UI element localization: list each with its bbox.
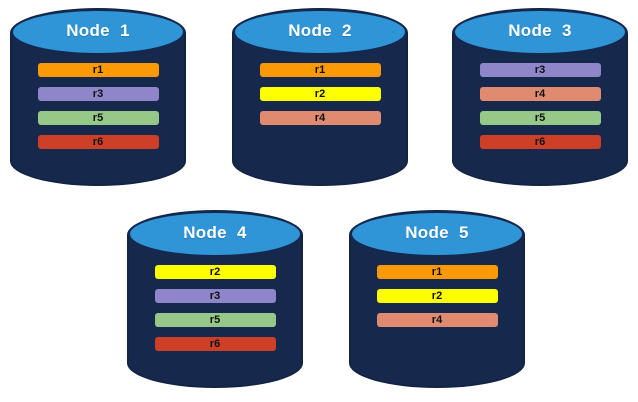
node-title-label: Node 1 <box>66 21 130 40</box>
replica-row[interactable]: r2 <box>259 87 381 101</box>
replica-row[interactable]: r4 <box>376 313 498 327</box>
replica-row-list: r3 r4 r5 r6 <box>452 63 628 149</box>
cylinder-top-ellipse <box>350 211 524 257</box>
cylinder-top-ellipse <box>128 211 302 257</box>
replica-row-list: r1 r2 r4 <box>232 63 408 125</box>
cylinder-top-ellipse <box>233 9 407 55</box>
database-cylinder-3[interactable]: Node 3 r3 r4 r5 r6 <box>452 8 628 186</box>
replica-row-list: r1 r2 r4 <box>349 265 525 327</box>
cylinder-top-ellipse <box>453 9 627 55</box>
replica-row[interactable]: r5 <box>479 111 601 125</box>
database-cylinder-2[interactable]: Node 2 r1 r2 r4 <box>232 8 408 186</box>
node-title-label: Node 3 <box>508 21 572 40</box>
database-cylinder-4[interactable]: Node 4 r2 r3 r5 r6 <box>127 210 303 388</box>
replica-row-list: r1 r3 r5 r6 <box>10 63 186 149</box>
replica-row[interactable]: r5 <box>154 313 276 327</box>
replica-row[interactable]: r3 <box>479 63 601 77</box>
node-title-label: Node 2 <box>288 21 352 40</box>
replica-row[interactable]: r5 <box>37 111 159 125</box>
replica-row[interactable]: r2 <box>376 289 498 303</box>
replica-row[interactable]: r3 <box>37 87 159 101</box>
replica-row[interactable]: r1 <box>376 265 498 279</box>
replica-row[interactable]: r6 <box>37 135 159 149</box>
replica-row[interactable]: r4 <box>259 111 381 125</box>
replica-row[interactable]: r3 <box>154 289 276 303</box>
cylinder-top-ellipse <box>11 9 185 55</box>
replica-row[interactable]: r6 <box>479 135 601 149</box>
node-title-label: Node 5 <box>405 223 469 242</box>
replica-row[interactable]: r1 <box>37 63 159 77</box>
replica-row-list: r2 r3 r5 r6 <box>127 265 303 351</box>
database-cylinder-5[interactable]: Node 5 r1 r2 r4 <box>349 210 525 388</box>
database-cylinder-1[interactable]: Node 1 r1 r3 r5 r6 <box>10 8 186 186</box>
replica-row[interactable]: r4 <box>479 87 601 101</box>
node-title-label: Node 4 <box>183 223 247 242</box>
replica-row[interactable]: r2 <box>154 265 276 279</box>
replica-row[interactable]: r1 <box>259 63 381 77</box>
replica-row[interactable]: r6 <box>154 337 276 351</box>
